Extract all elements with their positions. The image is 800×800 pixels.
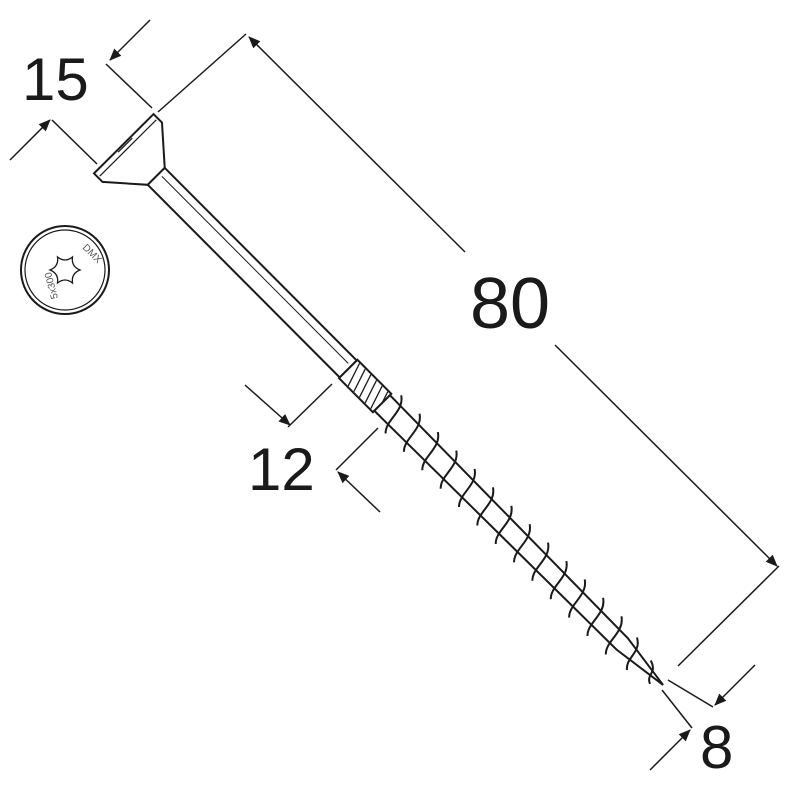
thread-turn bbox=[458, 468, 476, 508]
length-dimension-line bbox=[157, 33, 780, 667]
thread-turn bbox=[531, 542, 550, 581]
thread-length-label: 12 bbox=[248, 436, 315, 503]
thread-turn bbox=[586, 597, 605, 637]
torx-icon bbox=[48, 255, 82, 285]
thread-turn bbox=[513, 523, 531, 563]
tip-dimension-line bbox=[649, 664, 756, 771]
thread-turn bbox=[476, 487, 495, 526]
thread-turn bbox=[494, 505, 513, 545]
head-top-view: DMX 5x300 bbox=[20, 225, 110, 315]
thread-turn bbox=[439, 450, 458, 489]
thread-dimension-line bbox=[244, 383, 381, 513]
thread-turn bbox=[604, 616, 623, 655]
head-dimension-line bbox=[9, 19, 153, 165]
thread-turn bbox=[626, 637, 639, 671]
thread-turn bbox=[568, 579, 586, 618]
screw-threaded-core bbox=[372, 393, 664, 686]
thread-turn bbox=[549, 560, 568, 600]
thread-turn bbox=[648, 660, 654, 685]
thread-turn bbox=[421, 431, 440, 471]
head-diameter-label: 15 bbox=[22, 46, 89, 113]
length-label: 80 bbox=[470, 264, 551, 344]
screw bbox=[92, 112, 664, 686]
tip-length-label: 8 bbox=[700, 714, 734, 781]
screw-shank bbox=[146, 166, 359, 379]
thread-turn bbox=[384, 395, 403, 434]
thread-turn bbox=[402, 413, 421, 452]
